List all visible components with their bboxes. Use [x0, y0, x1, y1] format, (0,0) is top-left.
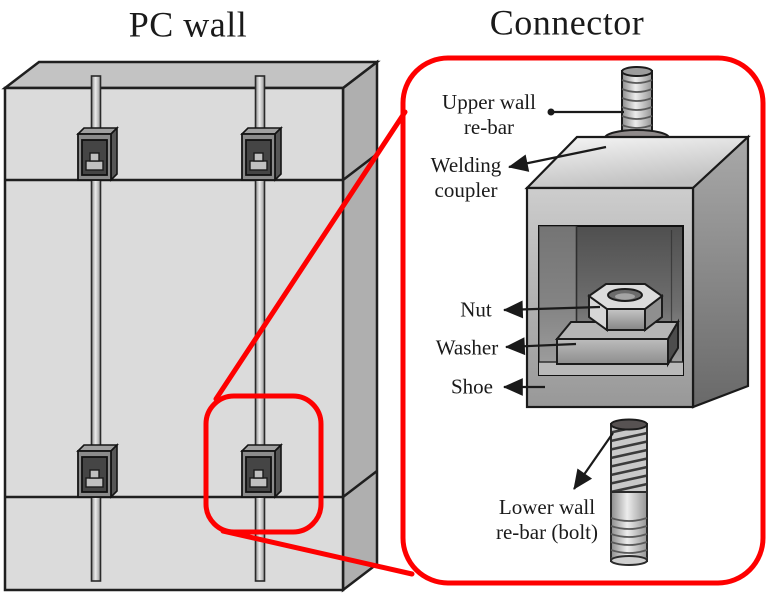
shoe-label: Shoe [451, 374, 493, 399]
lower-rebar-leader [573, 432, 614, 490]
wall-top-face [1, 60, 381, 90]
wall-connector-box [240, 443, 283, 499]
leader-lines [503, 108, 624, 490]
wall-connector-box [76, 126, 119, 182]
upper-wall-rebar-label: Upper wall re-bar [442, 89, 536, 139]
welding-coupler-leader [508, 145, 607, 172]
pc-wall-illustration [1, 59, 381, 593]
upper-rebar-part [621, 66, 653, 136]
wall-connector-box [240, 126, 283, 182]
lower-rebar-bolt-part [610, 418, 648, 566]
washer-label: Washer [435, 335, 499, 360]
shoe-part [524, 134, 751, 409]
wall-front-face [3, 86, 345, 592]
wall-panel-joints [5, 153, 378, 499]
callout-source-box [203, 393, 324, 535]
washer-leader [505, 337, 577, 356]
callout-detail-box [400, 55, 766, 586]
lower-wall-rebar-label: Lower wall re-bar (bolt) [495, 494, 599, 544]
pc-wall-title: PC wall [128, 4, 248, 45]
wall-connector-box [76, 443, 119, 499]
nut-label: Nut [460, 297, 492, 322]
callout-line-bottom [220, 528, 415, 577]
wall-side-face [341, 59, 379, 593]
welding-coupler-label: Welding coupler [430, 152, 502, 202]
callout-line-top [213, 109, 408, 402]
connector-title: Connector [489, 2, 645, 43]
connector-illustration [503, 66, 751, 566]
nut-leader [503, 300, 601, 319]
nut-part [587, 283, 664, 333]
upper-rebar-leader-dot [547, 108, 555, 116]
magnifier-callout [203, 55, 766, 586]
